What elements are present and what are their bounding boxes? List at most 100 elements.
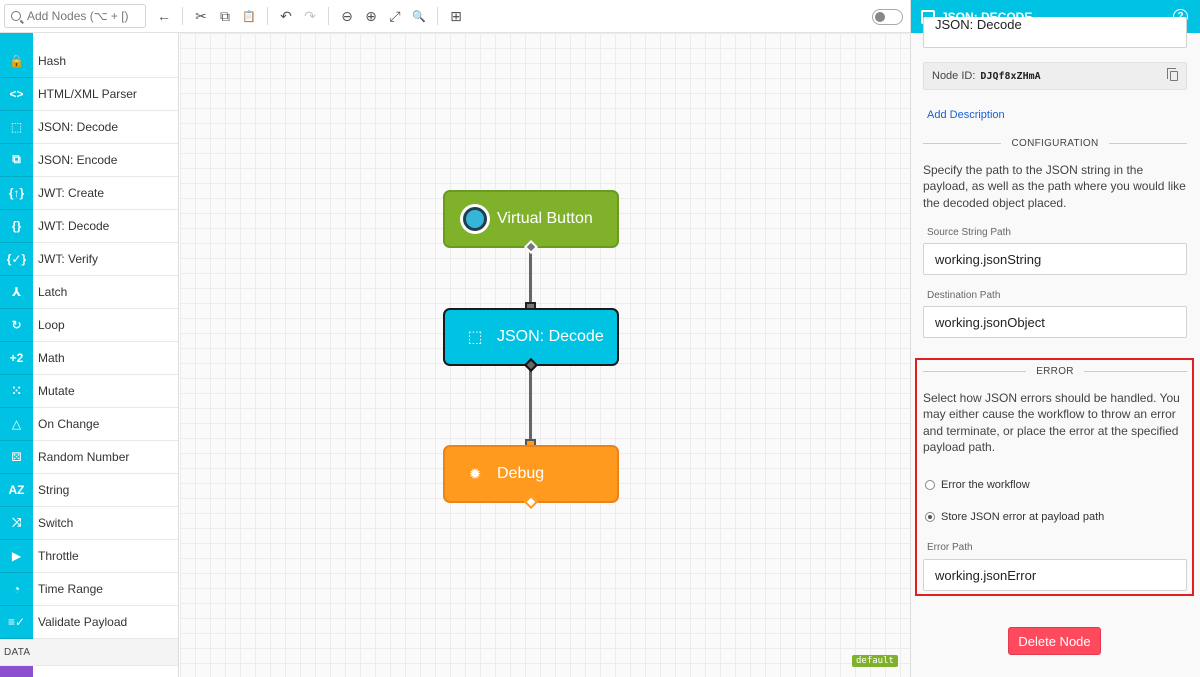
palette-item[interactable]: ◔ Time Range xyxy=(0,572,178,606)
triangle-icon: △ xyxy=(0,407,33,441)
error-path-value: working.jsonError xyxy=(935,567,1037,583)
palette-list: 🔒Hash<>HTML/XML Parser⬚ JSON: Decode ⧉JSON… xyxy=(0,44,178,639)
palette-item-label: Hash xyxy=(38,54,67,68)
math-icon: +2 xyxy=(0,341,33,375)
node-json-decode[interactable]: ⬚ JSON: Decode xyxy=(443,308,619,366)
palette-item[interactable]: ⧉JSON: Encode xyxy=(0,143,178,177)
mutate-icon: ⁙ xyxy=(0,374,33,408)
error-path-input[interactable]: working.jsonError xyxy=(923,559,1187,591)
palette-item-label: JWT: Decode xyxy=(38,219,110,233)
dice-icon: ⚄ xyxy=(0,440,33,474)
scissors-icon[interactable]: ✂ xyxy=(195,7,207,24)
configuration-divider: CONFIGURATION xyxy=(923,138,1187,149)
connection-wire[interactable] xyxy=(529,252,532,302)
checklist-icon: ≡✓ xyxy=(0,605,33,639)
palette-item[interactable]: {↑}JWT: Create xyxy=(0,176,178,210)
section-header-data: DATA xyxy=(0,639,178,666)
copy-icon[interactable]: ⧉ xyxy=(220,7,230,24)
palette-item-label: String xyxy=(38,483,70,497)
clock-icon: ◔ xyxy=(0,572,33,606)
node-id-value: DJQf8xZHmA xyxy=(980,70,1041,82)
add-nodes-search[interactable] xyxy=(4,4,146,28)
undo-icon[interactable]: ↶ xyxy=(280,7,292,24)
throttle-icon: ▶ xyxy=(0,539,33,573)
toolbar-separator xyxy=(437,7,438,25)
add-comment-icon[interactable]: ⊞ xyxy=(450,7,462,24)
palette-item[interactable]: {✓}JWT: Verify xyxy=(0,242,178,276)
connection-wire[interactable] xyxy=(529,370,532,440)
paste-icon[interactable]: 📋 xyxy=(242,10,256,23)
palette-item[interactable]: ⁙Mutate xyxy=(0,374,178,408)
source-string-path-input[interactable]: working.jsonString xyxy=(923,243,1187,275)
copy-icon[interactable] xyxy=(1167,68,1178,81)
add-nodes-input[interactable] xyxy=(27,9,137,23)
toolbar-separator xyxy=(182,7,183,25)
destination-path-value: working.jsonObject xyxy=(935,314,1045,330)
canvas-toggle-switch[interactable] xyxy=(872,9,903,25)
zoom-in-icon[interactable]: ⊕ xyxy=(365,7,377,24)
palette-item[interactable]: ≡✓Validate Payload xyxy=(0,605,178,639)
toolbar-separator xyxy=(328,7,329,25)
source-string-path-value: working.jsonString xyxy=(935,251,1042,267)
palette-item[interactable]: ▶Throttle xyxy=(0,539,178,573)
palette-item-label: Loop xyxy=(38,318,65,332)
palette-item[interactable]: △ On Change xyxy=(0,407,178,441)
zoom-reset-icon[interactable]: 🔍 xyxy=(412,10,426,23)
palette-item[interactable]: ⬚ JSON: Decode xyxy=(0,110,178,144)
palette-item-label: On Change xyxy=(38,417,100,431)
palette-item[interactable]: {} JWT: Decode xyxy=(0,209,178,243)
loop-icon: ↻ xyxy=(0,308,33,342)
destination-path-input[interactable]: working.jsonObject xyxy=(923,306,1187,338)
palette-item-label: JSON: Decode xyxy=(38,120,119,134)
node-name-input[interactable]: JSON: Decode xyxy=(923,17,1187,48)
toolbar-separator xyxy=(267,7,268,25)
bug-icon: ✹ xyxy=(468,466,482,483)
palette-item-label: Switch xyxy=(38,516,74,530)
node-name-value: JSON: Decode xyxy=(935,17,1022,32)
radio-button-selected[interactable] xyxy=(925,512,935,522)
toolbar: ← ✂ ⧉ 📋 ↶ ↷ ⊖ ⊕ ⤢ 🔍 ⊞ xyxy=(0,0,910,33)
palette-item-partial xyxy=(0,666,178,677)
radio-store-error[interactable]: Store JSON error at payload path xyxy=(925,511,1104,523)
node-label: Virtual Button xyxy=(497,210,593,227)
configuration-description: Specify the path to the JSON string in t… xyxy=(923,163,1186,210)
palette-item-label: HTML/XML Parser xyxy=(38,87,137,101)
palette-item[interactable]: ⅄Latch xyxy=(0,275,178,309)
palette-item[interactable]: ⤨ Switch xyxy=(0,506,178,540)
radio-label: Store JSON error at payload path xyxy=(941,511,1105,523)
json-decode-icon: ⬚ xyxy=(0,110,33,144)
zoom-out-icon[interactable]: ⊖ xyxy=(341,7,353,24)
palette-item[interactable]: <>HTML/XML Parser xyxy=(0,77,178,111)
add-description-link[interactable]: Add Description xyxy=(927,109,1005,121)
error-section-highlight xyxy=(915,358,1194,596)
node-virtual-button[interactable]: Virtual Button xyxy=(443,190,619,248)
radio-error-workflow[interactable]: Error the workflow xyxy=(925,479,1030,491)
jwt-decode-icon: {} xyxy=(0,209,33,243)
search-icon xyxy=(11,11,21,21)
palette-item-label: Random Number xyxy=(38,450,130,464)
radio-button[interactable] xyxy=(925,480,935,490)
palette-item[interactable]: ⚄ Random Number xyxy=(0,440,178,474)
json-decode-icon: ⬚ xyxy=(467,329,483,346)
palette-item[interactable]: AZ String xyxy=(0,473,178,507)
jwt-verify-icon: {✓} xyxy=(0,242,33,276)
palette-item[interactable]: ↻ Loop xyxy=(0,308,178,342)
palette-item[interactable]: 🔒Hash xyxy=(0,44,178,78)
node-debug[interactable]: ✹ Debug xyxy=(443,445,619,503)
node-id-box: Node ID: DJQf8xZHmA xyxy=(923,62,1187,90)
node-label: Debug xyxy=(497,465,545,482)
shuffle-icon: ⤨ xyxy=(0,506,33,540)
error-divider: ERROR xyxy=(923,366,1187,377)
palette-item-label: Time Range xyxy=(38,582,103,596)
collapse-arrow-icon[interactable]: ← xyxy=(157,8,171,24)
fit-screen-icon[interactable]: ⤢ xyxy=(389,7,401,24)
delete-node-button[interactable]: Delete Node xyxy=(1008,627,1101,655)
node-properties-panel: JSON: DECODE ? JSON: Decode Node ID: DJQ… xyxy=(910,0,1200,677)
jwt-create-icon: {↑} xyxy=(0,176,33,210)
workflow-canvas[interactable]: Virtual Button ⬚ JSON: Decode ✹ Debug de… xyxy=(180,33,910,677)
node-palette-sidebar: 🔒Hash<>HTML/XML Parser⬚ JSON: Decode ⧉JSON… xyxy=(0,33,179,677)
string-icon: AZ xyxy=(0,473,33,507)
error-path-label: Error Path xyxy=(927,542,973,553)
redo-icon[interactable]: ↷ xyxy=(304,7,316,24)
